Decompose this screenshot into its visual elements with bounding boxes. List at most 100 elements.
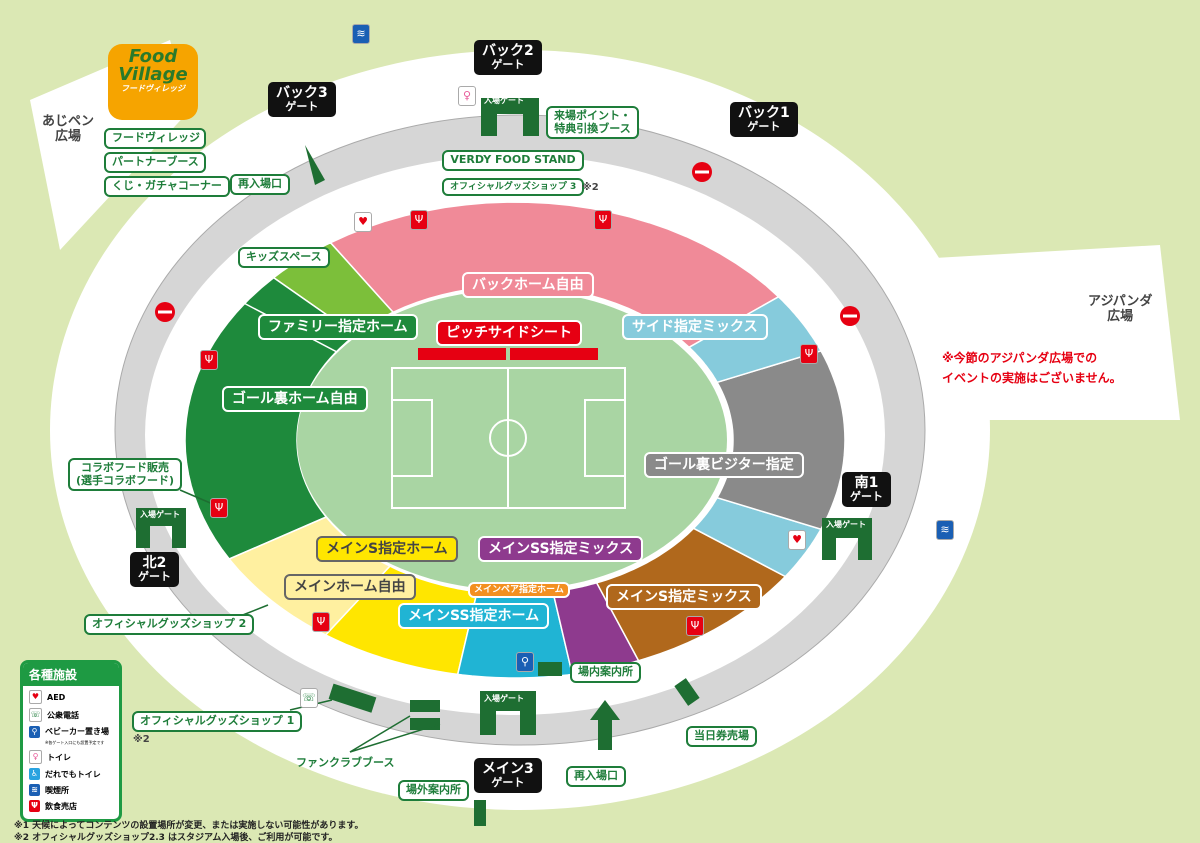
reentry-bottom-label[interactable]: 再入場口: [566, 766, 626, 787]
restaurant-icon: Ψ: [200, 350, 218, 370]
legend-note: ※各ゲート入口にも設置予定です: [45, 740, 105, 745]
restaurant-icon: Ψ: [594, 210, 612, 230]
section-family-home[interactable]: ファミリー指定ホーム: [258, 314, 418, 341]
section-main-ss-home[interactable]: メインSS指定ホーム: [398, 603, 550, 630]
section-back-home-free[interactable]: バックホーム自由: [462, 272, 594, 299]
section-goal-visitor[interactable]: ゴール裏ビジター指定: [644, 452, 804, 479]
notice: ※今節のアジパンダ広場でのイベントの実施はございません。: [942, 351, 1122, 386]
legend-item: ♿だれでもトイレ: [29, 768, 113, 780]
info-inside-booth[interactable]: [538, 662, 562, 676]
restaurant-icon: Ψ: [29, 800, 40, 812]
entry-gate-label: 入場ゲート: [484, 694, 524, 703]
legend: 各種施設 ♥AED ☏公衆電話 ⚲ベビーカー置き場※各ゲート入口にも設置予定です…: [20, 660, 122, 822]
gate-sub: ゲート: [491, 776, 525, 790]
entry-gate-north2[interactable]: [136, 508, 186, 548]
accessible-toilet-icon: ♿: [29, 768, 40, 780]
partner-booth-label[interactable]: パートナーブース: [104, 152, 206, 173]
legend-item: ♥AED: [29, 690, 113, 704]
entry-gate-label: 入場ゲート: [484, 96, 524, 105]
day-ticket-label[interactable]: 当日券売場: [686, 726, 757, 747]
legend-item: ≋ 喫煙所: [29, 784, 113, 796]
toilet-icon: ♀: [458, 86, 476, 106]
entry-gate-main[interactable]: [480, 691, 536, 735]
pitchside-seat-right: [510, 348, 598, 360]
footnote-2: ※2 オフィシャルグッズショップ2.3 はスタジアム入場後、ご利用が可能です。: [14, 833, 338, 843]
section-main-s-home[interactable]: メインS指定ホーム: [316, 536, 458, 563]
legend-item: ⚲ベビーカー置き場※各ゲート入口にも設置予定です: [29, 726, 113, 746]
info-outside-booth[interactable]: [474, 800, 486, 826]
notice-line: ※今節のアジパンダ広場での: [942, 351, 1098, 365]
gate-sub: ゲート: [491, 58, 525, 72]
entry-gate-back2[interactable]: [481, 98, 539, 136]
legend-label: 飲食売店: [45, 801, 77, 811]
shop1-booth[interactable]: [328, 683, 377, 713]
verdy-food-stand-label[interactable]: VERDY FOOD STAND: [442, 150, 584, 171]
pitch: [391, 367, 626, 509]
food-village-logo: Food Village フードヴィレッジ: [108, 44, 198, 120]
pitchside-seat-left: [418, 348, 506, 360]
label-line: 特典引換ブース: [554, 121, 631, 135]
shop3-label[interactable]: オフィシャルグッズショップ 3: [442, 178, 585, 197]
seat-section-side-mix-south[interactable]: [692, 496, 823, 578]
entry-gate-south1[interactable]: [822, 518, 872, 560]
ajipanda-plaza: [900, 245, 1180, 420]
aed-icon: ♥: [788, 530, 806, 550]
section-side-mix[interactable]: サイド指定ミックス: [622, 314, 768, 341]
food-village-label[interactable]: フードヴィレッジ: [104, 128, 206, 149]
ticket-booth[interactable]: [674, 678, 700, 706]
gate-name: バック3: [276, 85, 328, 101]
restaurant-icon: Ψ: [312, 612, 330, 632]
gate-sub: ゲート: [747, 120, 781, 134]
smoking-icon: ≋: [29, 784, 40, 796]
fanclub-booth-1[interactable]: [410, 700, 440, 712]
logo-subtext: フードヴィレッジ: [121, 84, 185, 93]
gate-name: 南1: [854, 475, 879, 491]
section-main-ss-mix[interactable]: メインSS指定ミックス: [478, 536, 644, 563]
gate-name: バック1: [738, 105, 790, 121]
collab-food-label[interactable]: コラボフード販売(選手コラボフード): [68, 458, 183, 492]
shop3-note: ※2: [582, 182, 599, 193]
legend-label: 公衆電話: [47, 710, 79, 720]
restaurant-icon: Ψ: [210, 498, 228, 518]
restaurant-icon: Ψ: [800, 344, 818, 364]
section-main-home-free[interactable]: メインホーム自由: [284, 574, 416, 601]
field-area: [297, 290, 727, 590]
legend-label: 喫煙所: [45, 785, 69, 795]
section-main-pair-home[interactable]: メインペア指定ホーム: [468, 582, 570, 599]
reentry-arrow-top: [305, 145, 325, 185]
stroller-icon: ⚲: [29, 726, 40, 738]
toilet-icon: ♀: [29, 750, 42, 764]
kuji-gacha-label[interactable]: くじ・ガチャコーナー: [104, 176, 230, 197]
fanclub-booth-label[interactable]: ファンクラブブース: [296, 756, 395, 769]
shop1-label[interactable]: オフィシャルグッズショップ 1: [132, 711, 303, 732]
entry-gate-label: 入場ゲート: [140, 510, 180, 519]
logo-text: Food Village: [118, 46, 188, 85]
restaurant-icon: Ψ: [410, 210, 428, 230]
gate-name: メイン3: [482, 761, 534, 777]
entry-gate-label: 入場ゲート: [826, 520, 866, 529]
reentry-top-label[interactable]: 再入場口: [230, 174, 290, 195]
section-main-s-mix[interactable]: メインS指定ミックス: [606, 584, 762, 611]
notice-line: イベントの実施はございません。: [942, 370, 1122, 385]
section-pitchside[interactable]: ピッチサイドシート: [436, 320, 582, 347]
seat-section-goal-visitor[interactable]: [716, 349, 846, 531]
phone-icon: ☏: [300, 688, 318, 708]
gate-name: バック2: [482, 43, 534, 59]
info-outside-label[interactable]: 場外案内所: [398, 780, 469, 801]
shop2-label[interactable]: オフィシャルグッズショップ 2: [84, 614, 255, 635]
legend-label: AED: [47, 692, 66, 702]
label-line: 来場ポイント・: [554, 109, 631, 122]
seat-section-goal-home-free[interactable]: [184, 302, 338, 560]
legend-label: トイレ: [47, 752, 71, 762]
section-goal-home-free[interactable]: ゴール裏ホーム自由: [222, 386, 368, 413]
points-booth-label[interactable]: 来場ポイント・特典引換ブース: [546, 106, 639, 140]
gate-sub: ゲート: [285, 100, 319, 114]
kids-space-label[interactable]: キッズスペース: [238, 247, 330, 268]
info-inside-label[interactable]: 場内案内所: [570, 662, 641, 683]
